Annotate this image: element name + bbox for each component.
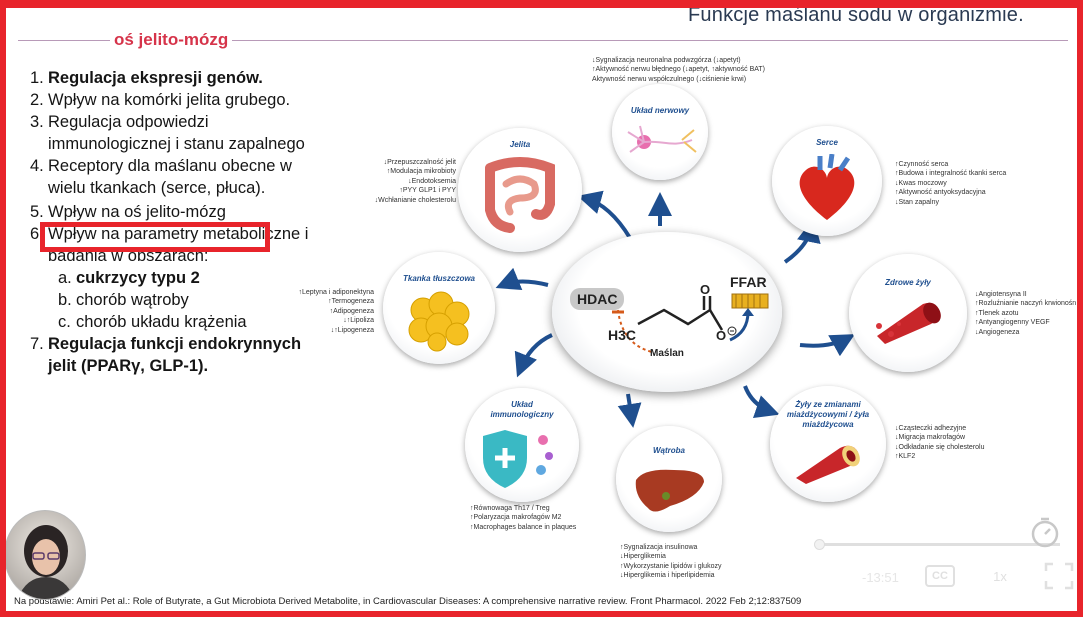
- arrow-to-zyly: [799, 334, 855, 357]
- video-progress-handle[interactable]: [814, 539, 825, 550]
- liver-icon: [635, 469, 704, 512]
- outline-subitem-a: a.cukrzycy typu 2: [58, 269, 200, 287]
- notes-uklad-immunologiczny: ↑Równowaga Th17 / Treg↑Polaryzacja makro…: [470, 505, 577, 531]
- arrow-to-watroba: [617, 393, 642, 428]
- arrow-to-immuno: [514, 333, 553, 378]
- intestine-icon: [485, 157, 555, 233]
- arrow-to-tluszcz: [495, 267, 549, 291]
- outline-item-5: 5.Wpływ na oś jelito-mózg: [30, 203, 226, 221]
- notes-zdrowe-zyly: ↓Angiotensyna II↑Rozluźnianie naczyń krw…: [975, 291, 1076, 336]
- outline-item-4: 4.Receptory dla maślanu obecne w wielu t…: [30, 157, 292, 197]
- time-remaining: -13:51: [862, 570, 899, 585]
- node-zdrowe-zyly: Zdrowe żyły: [849, 254, 967, 372]
- formula-o-minus: O: [716, 328, 726, 343]
- node-serce: Serce: [772, 126, 882, 236]
- node-jelita: Jelita: [458, 128, 582, 252]
- outline-subitem-c: c.chorób układu krążenia: [58, 313, 247, 331]
- arrow-to-jelita: [577, 190, 632, 240]
- notes-jelita: ↓Przepuszczalność jelit↑Modulacja mikrob…: [374, 159, 456, 204]
- arrow-to-miazdzyca: [743, 385, 780, 419]
- closed-captions-icon[interactable]: CC: [925, 565, 955, 587]
- citation-text: Na podstawie: Amiri Pet al.: Role of But…: [14, 596, 802, 607]
- node-watroba: Wątroba: [616, 426, 722, 532]
- slide-subtitle: oś jelito-mózg: [110, 30, 233, 50]
- playback-speed-button[interactable]: 1x: [993, 569, 1007, 584]
- butyrate-molecule: H3C O O: [608, 282, 769, 353]
- notes-tkanka-tluszczowa: ↑Leptyna i adiponektyna↑Termogeneza↑Adip…: [298, 289, 375, 334]
- notes-serce: ↑Czynność serca↑Budowa i integralność tk…: [895, 161, 1007, 206]
- formula-h3c: H3C: [608, 327, 636, 343]
- node-uklad-nerwowy: Układ nerwowy: [612, 84, 708, 180]
- video-progress-bar[interactable]: [820, 543, 1060, 546]
- node-zyly-miazdzycowe: Żyły ze zmianami miażdżycowymi / żyła mi…: [770, 386, 886, 502]
- title-divider: [18, 40, 1068, 41]
- ffar-label: FFAR: [730, 274, 767, 290]
- center-butyrate-node: HDAC FFAR H3C O O Maślan: [552, 232, 782, 392]
- hdac-label: HDAC: [570, 288, 625, 310]
- node-tkanka-tluszczowa: Tkanka tłuszczowa: [383, 252, 495, 364]
- presenter-webcam: [4, 510, 86, 600]
- highlight-annotation-box: [40, 222, 270, 252]
- outline-subitem-b: b.chorób wątroby: [58, 291, 189, 309]
- outline-item-1: 1.Regulacja ekspresji genów.: [30, 69, 263, 87]
- outline-item-2: 2.Wpływ na komórki jelita grubego.: [30, 91, 291, 109]
- presenter-avatar-icon: [17, 525, 75, 599]
- node-uklad-immunologiczny: Układ immunologiczny: [465, 388, 579, 502]
- heart-icon: [799, 154, 855, 220]
- notes-watroba: ↑Sygnalizacja insulinowa↓Hiperglikemia↑W…: [620, 544, 722, 580]
- atherosclerotic-vein-icon: [796, 445, 860, 484]
- outline-item-7: 7.Regulacja funkcji endokrynnych jelit (…: [30, 335, 302, 375]
- slide-title: Funkcje maślanu sodu w organizmie.: [688, 4, 1024, 26]
- timer-icon[interactable]: [1028, 515, 1062, 549]
- molecule-label: Maślan: [650, 348, 684, 359]
- formula-o-top: O: [700, 282, 710, 297]
- shield-icon: [483, 430, 553, 488]
- neuron-icon: [627, 125, 697, 153]
- fat-tissue-icon: [408, 291, 470, 352]
- vein-icon: [876, 302, 941, 344]
- fullscreen-icon[interactable]: [1044, 562, 1074, 590]
- outline-item-3: 3.Regulacja odpowiedzi immunologicznej i…: [30, 113, 305, 153]
- notes-uklad-nerwowy: ↓Sygnalizacja neuronalna podwzgórza (↓ap…: [592, 57, 766, 83]
- notes-zyly-miazdzycowe: ↓Cząsteczki adhezyjne↓Migracja makrofagó…: [895, 425, 985, 461]
